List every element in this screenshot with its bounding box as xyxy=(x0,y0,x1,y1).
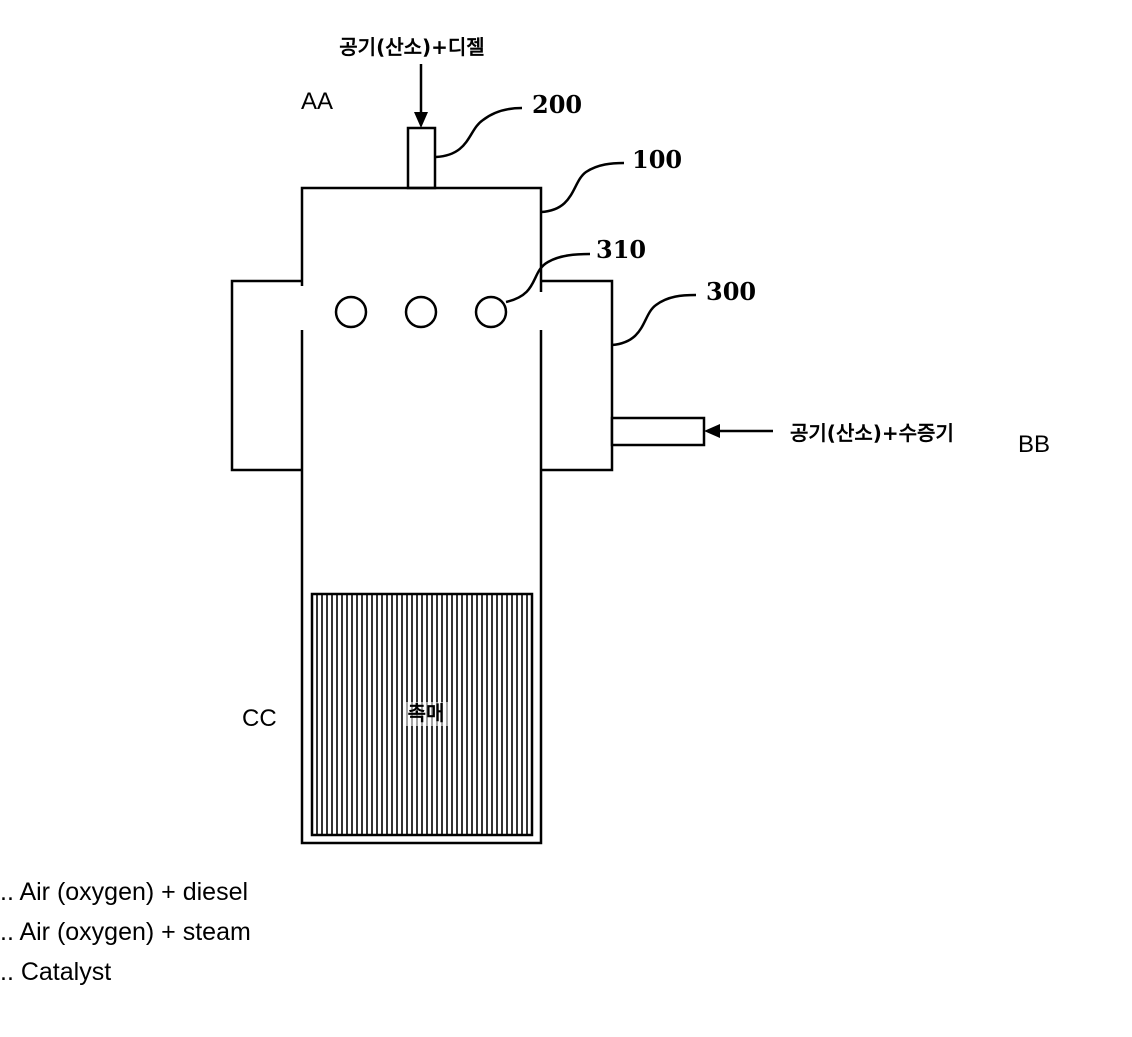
ref-300: 300 xyxy=(706,277,756,306)
leader-line-300 xyxy=(612,295,696,345)
side-inlet-arrow xyxy=(704,424,773,438)
hole-310-2 xyxy=(406,297,436,327)
tag-cc: CC xyxy=(242,705,277,732)
ref-100: 100 xyxy=(632,145,682,174)
top-inlet-label: 공기(산소)+디젤 xyxy=(339,35,484,59)
leader-line-100 xyxy=(541,163,624,212)
leader-line-310 xyxy=(506,254,590,302)
catalyst-label: 촉매 xyxy=(408,701,445,725)
legend: .. Air (oxygen) + diesel .. Air (oxygen)… xyxy=(0,872,251,992)
hole-310-3 xyxy=(476,297,506,327)
tag-aa: AA xyxy=(301,88,333,115)
ref-200: 200 xyxy=(532,90,582,119)
side-nozzle xyxy=(612,418,704,445)
side-inlet-label: 공기(산소)+수증기 xyxy=(790,421,954,445)
top-nozzle-200 xyxy=(408,128,435,188)
leader-line-200 xyxy=(436,108,522,157)
ref-310: 310 xyxy=(596,235,646,264)
top-inlet-arrow xyxy=(414,64,428,128)
hole-310-1 xyxy=(336,297,366,327)
legend-item: .. Air (oxygen) + diesel xyxy=(0,872,251,912)
legend-item: .. Catalyst xyxy=(0,952,251,992)
legend-item: .. Air (oxygen) + steam xyxy=(0,912,251,952)
tag-bb: BB xyxy=(1018,431,1050,458)
